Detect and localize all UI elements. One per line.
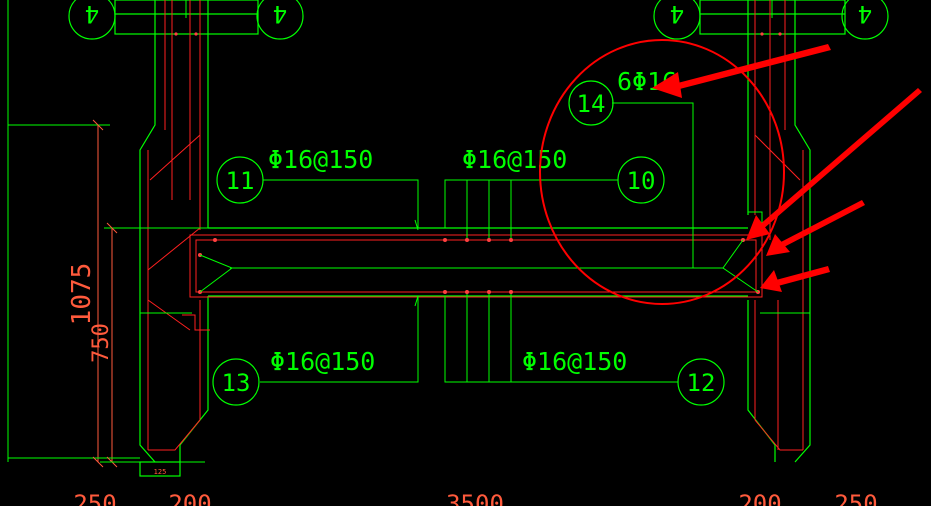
leader-11 [263, 179, 419, 228]
dot [465, 238, 469, 242]
bubble-4b [256, 0, 304, 40]
bubble-4c-text: 4 [670, 0, 684, 28]
right-diag-bar [754, 134, 801, 181]
arrow-pointer-icon [766, 200, 865, 256]
rebar-labels: Φ16@150 Φ16@150 Φ16@150 Φ16@150 6Φ16 [268, 67, 677, 376]
arrow-1-shaft [666, 44, 831, 92]
dim-bottom-left-haunch: 200 [168, 490, 211, 506]
leader-10 [444, 179, 618, 228]
arrow-4-head [760, 270, 782, 292]
bubble-4c [653, 0, 701, 40]
dot [778, 32, 782, 36]
dot [194, 32, 198, 36]
bubble-10-text: 10 [627, 167, 656, 195]
left-small-box [182, 314, 210, 331]
dot [174, 32, 178, 36]
leader-14 [612, 102, 694, 268]
bubble-12-text: 12 [687, 369, 716, 397]
left-bottom-bar [148, 419, 201, 451]
dot [443, 290, 447, 294]
arrow-3-head [766, 234, 790, 256]
dim-tick-bot [92, 456, 104, 468]
arrow-1-head [652, 72, 682, 98]
rebar-dots [174, 32, 782, 294]
leader-12 [444, 296, 678, 383]
bubble-11-text: 11 [226, 167, 255, 195]
dot [443, 238, 447, 242]
leader-lines [140, 0, 810, 383]
dimension-text: 1075 750 125 250 200 3500 200 250 [67, 263, 878, 506]
bubble-4d-text: 4 [858, 0, 872, 28]
right-v-stirrup [722, 239, 759, 293]
bubble-4b-text: 4 [273, 0, 287, 28]
right-bottom-bar [754, 419, 803, 451]
dot [760, 32, 764, 36]
dim-inner-height: 750 [89, 323, 114, 363]
annotation-overlay [539, 39, 922, 305]
arrow-pointer-icon [760, 266, 830, 292]
bubble-13 [212, 358, 260, 406]
label-13: Φ16@150 [270, 347, 375, 376]
label-10: Φ16@150 [462, 145, 567, 174]
left-wall-inner-lower [179, 296, 209, 462]
dot [509, 238, 513, 242]
callout-numbers: 4 4 4 4 11 10 13 12 14 [85, 0, 872, 397]
arrow-2-shaft [758, 88, 922, 230]
dimension-lines [7, 0, 208, 468]
dim-bottom-right-wall: 250 [834, 490, 877, 506]
bubble-4d [841, 0, 889, 40]
dim-tick-inner-top [106, 222, 118, 234]
label-11: Φ16@150 [268, 145, 373, 174]
dim-bottom-left-wall: 250 [73, 490, 116, 506]
tick-11 [414, 219, 419, 231]
slab-rebar-outer [189, 234, 763, 298]
bubble-11 [216, 156, 264, 204]
right-small-box [748, 211, 763, 226]
dim-outer-height: 1075 [67, 263, 97, 326]
leader-13 [260, 296, 419, 383]
arrow-3-shaft [779, 200, 865, 248]
dim-tick-top [92, 119, 104, 131]
right-wall-outer [794, 0, 811, 463]
rebar-layout [147, 0, 804, 451]
left-diag-bar [149, 134, 201, 181]
tick-13 [414, 295, 419, 307]
bubble-4a-text: 4 [85, 0, 99, 28]
dot [487, 290, 491, 294]
circle-highlight-icon [539, 39, 785, 305]
bubble-14 [568, 80, 614, 126]
label-12: Φ16@150 [522, 347, 627, 376]
arrow-2-head [746, 215, 770, 240]
dim-bottom-span: 3500 [446, 490, 504, 506]
arrow-pointer-icon [746, 88, 922, 240]
bubble-12 [677, 358, 725, 406]
bubble-10 [617, 156, 665, 204]
callout-bubbles [68, 0, 889, 406]
left-haunch-bar-2 [147, 299, 191, 331]
dim-bottom-right-haunch: 200 [738, 490, 781, 506]
left-wall-outer [139, 0, 156, 463]
arrow-pointer-icon [652, 44, 831, 98]
right-wall-inner-lower [747, 300, 776, 462]
arrow-4-shaft [776, 266, 830, 286]
slab-rebar-inner [195, 239, 757, 293]
dim-small: 125 [154, 468, 167, 476]
dot [509, 290, 513, 294]
dot [213, 238, 217, 242]
bubble-4a [68, 0, 116, 40]
dot [487, 238, 491, 242]
bubble-14-text: 14 [577, 90, 606, 118]
left-haunch-bar [147, 227, 201, 271]
bubble-13-text: 13 [222, 369, 251, 397]
left-v-stirrup [199, 254, 234, 293]
dot [465, 290, 469, 294]
